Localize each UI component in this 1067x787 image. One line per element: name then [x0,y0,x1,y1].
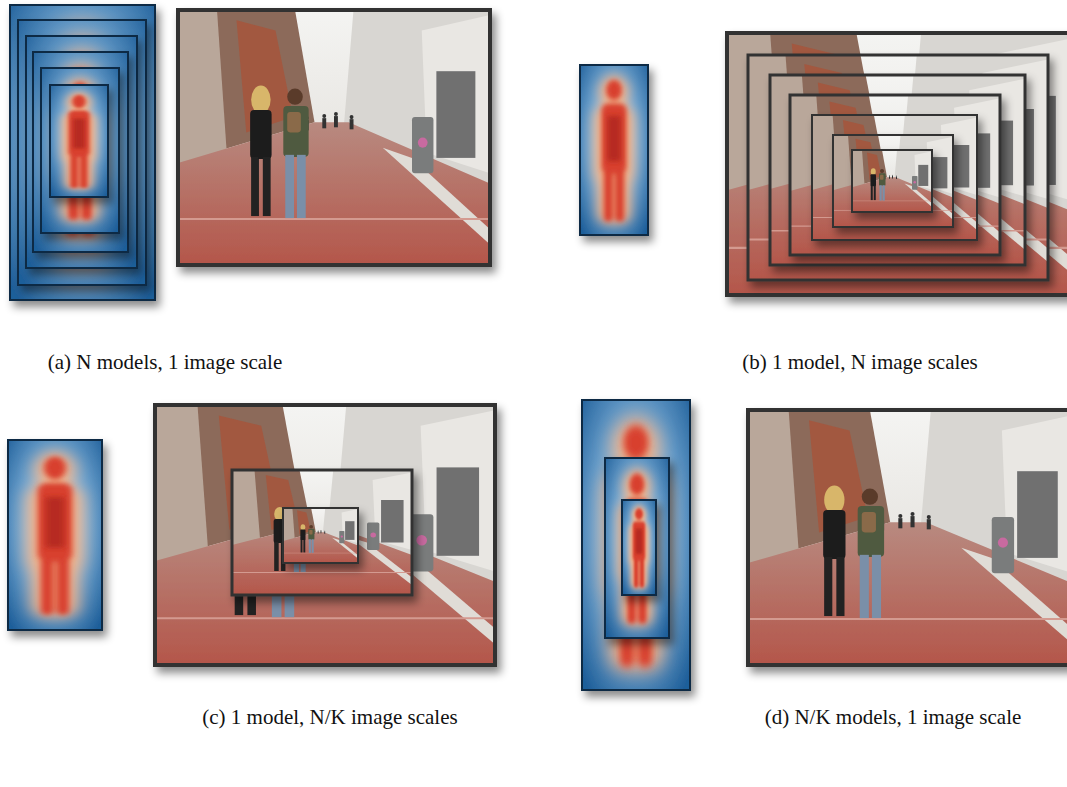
model [580,65,648,235]
model-stack [582,400,690,690]
figure-caption: (b) 1 model, N image scales [742,350,978,375]
image-pyramid [155,405,495,665]
figure-caption: (a) N models, 1 image scale [48,350,282,375]
image-pyramid [727,33,1067,295]
street-photo [748,410,1067,665]
street-photo [178,10,490,265]
model-stack [10,5,155,300]
figure-caption: (c) 1 model, N/K image scales [202,705,457,730]
figure-caption: (d) N/K models, 1 image scale [765,705,1022,730]
model [8,440,102,630]
